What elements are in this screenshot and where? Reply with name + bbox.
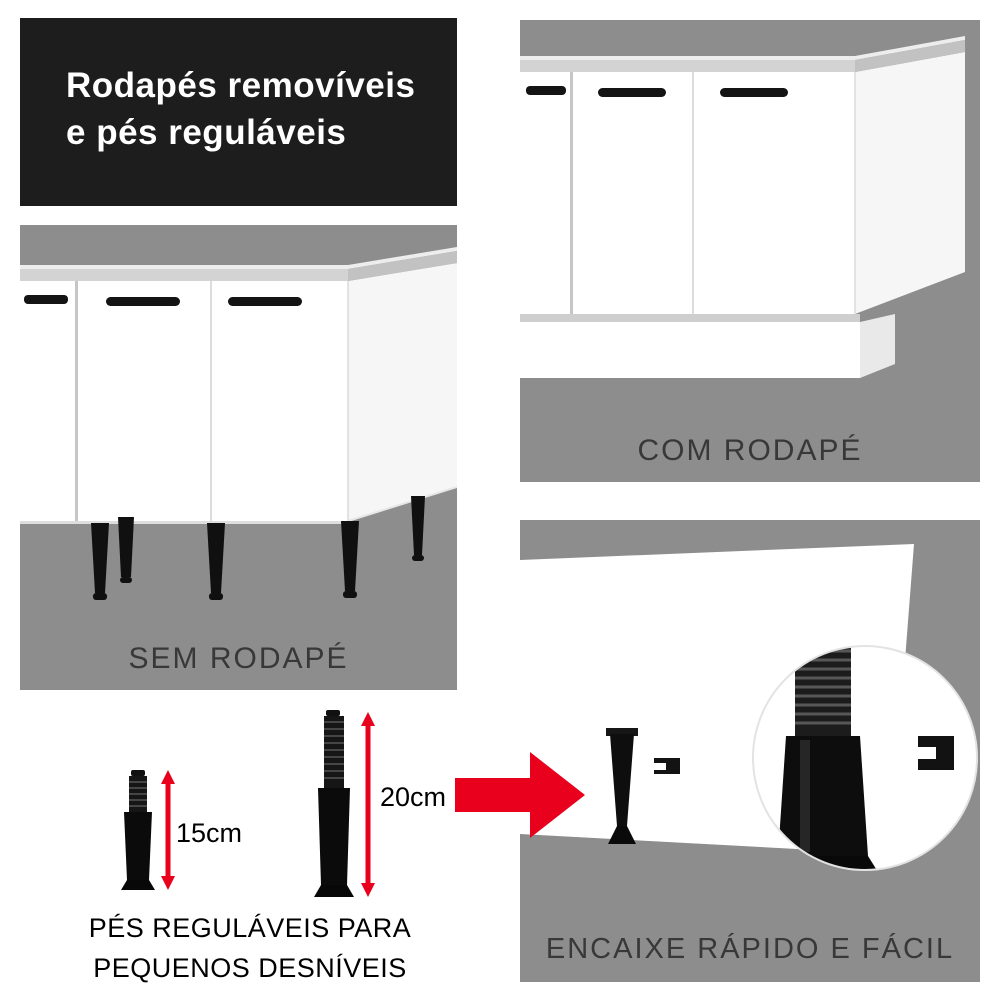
cabinet-side bbox=[348, 263, 457, 521]
module-gap bbox=[75, 281, 78, 521]
cabinet-side bbox=[855, 52, 965, 314]
cabinet-front bbox=[520, 72, 855, 314]
clip-slot bbox=[918, 747, 936, 759]
door-handle bbox=[598, 88, 666, 97]
cabinet-front bbox=[20, 281, 348, 521]
measure-arrow-icon bbox=[161, 770, 175, 890]
mount-clip bbox=[654, 758, 680, 774]
caption-com-rodape: COM RODAPÉ bbox=[637, 434, 863, 467]
feet-caption: PÉS REGULÁVEIS PARA PEQUENOS DESNÍVEIS bbox=[20, 908, 480, 988]
adjustable-foot-small bbox=[121, 770, 155, 890]
measure-arrow-icon bbox=[361, 712, 375, 897]
foot-mount-closeup-illustration bbox=[520, 544, 978, 871]
countertop-front bbox=[520, 60, 855, 72]
measure-label-20cm: 20cm bbox=[380, 782, 447, 812]
foot-highlight bbox=[800, 740, 810, 852]
adjustable-feet-illustration bbox=[121, 710, 585, 897]
header-title-box: Rodapés removíveis e pés reguláveis bbox=[20, 18, 457, 206]
cabinet-underside bbox=[20, 521, 348, 524]
header-title-line1: Rodapés removíveis bbox=[66, 66, 416, 105]
mounted-foot bbox=[606, 728, 638, 844]
door-seam bbox=[210, 281, 212, 521]
door-handle bbox=[106, 297, 180, 306]
feet-caption-line1: PÉS REGULÁVEIS PARA bbox=[88, 913, 412, 943]
adjustable-foot-large bbox=[314, 710, 354, 897]
panel-com-rodape: COM RODAPÉ bbox=[520, 20, 980, 482]
countertop-side bbox=[348, 251, 457, 281]
plinth-recess-shadow bbox=[520, 314, 860, 322]
arrow-right-icon bbox=[455, 752, 585, 838]
zoom-circle-content bbox=[768, 646, 954, 870]
plinth-front bbox=[520, 322, 860, 378]
header-title-line2: e pés reguláveis bbox=[66, 113, 347, 152]
foot-body bbox=[778, 736, 868, 856]
zoom-circle-border bbox=[752, 645, 978, 871]
adjustable-feet-area bbox=[20, 690, 600, 1000]
caption-encaixe: ENCAIXE RÁPIDO E FÁCIL bbox=[545, 933, 955, 965]
plinth-side bbox=[860, 314, 895, 378]
countertop-side bbox=[855, 40, 965, 72]
caption-sem-rodape: SEM RODAPÉ bbox=[128, 642, 349, 675]
door-handle bbox=[526, 86, 566, 95]
panel-encaixe: ENCAIXE RÁPIDO E FÁCIL bbox=[520, 520, 980, 982]
side-bottom-edge bbox=[347, 486, 457, 522]
cabinet-no-plinth-illustration bbox=[20, 247, 457, 600]
feet-caption-line2: PEQUENOS DESNÍVEIS bbox=[93, 953, 407, 983]
door-handle bbox=[228, 297, 302, 306]
module-gap bbox=[570, 72, 573, 314]
countertop-front bbox=[20, 269, 348, 281]
door-handle bbox=[720, 88, 788, 97]
door-seam bbox=[692, 72, 694, 314]
countertop-top bbox=[20, 247, 457, 269]
cabinet-legs bbox=[91, 496, 425, 600]
panel-sem-rodape: SEM RODAPÉ bbox=[20, 225, 457, 690]
measure-label-15cm: 15cm bbox=[176, 818, 243, 848]
cabinet-with-plinth-illustration bbox=[520, 36, 965, 378]
door-handle bbox=[24, 295, 68, 304]
countertop-top bbox=[520, 36, 965, 60]
